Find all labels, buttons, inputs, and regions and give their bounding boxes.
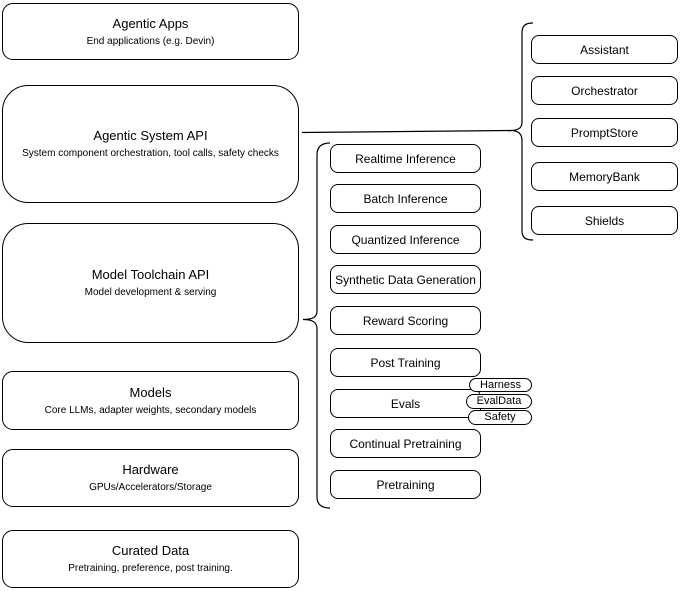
box-agentic-apps: Agentic Apps End applications (e.g. Devi… <box>2 3 299 60</box>
box-subtitle: Core LLMs, adapter weights, secondary mo… <box>44 404 257 416</box>
component-shields: Shields <box>531 206 678 235</box>
box-curated-data: Curated Data Pretraining, preference, po… <box>2 530 299 588</box>
box-title: Agentic Apps <box>112 15 189 31</box>
component-assistant: Assistant <box>531 35 678 64</box>
box-agentic-system-api: Agentic System API System component orch… <box>2 85 299 203</box>
toolchain-item-post-training: Post Training <box>330 348 481 377</box>
toolchain-brace <box>302 142 331 509</box>
box-models: Models Core LLMs, adapter weights, secon… <box>2 371 299 430</box>
box-title: Hardware <box>122 462 179 477</box>
box-model-toolchain-api: Model Toolchain API Model development & … <box>2 223 299 343</box>
box-subtitle: Pretraining, preference, post training. <box>68 563 233 574</box>
system-api-connector-line <box>301 129 511 134</box>
box-subtitle: End applications (e.g. Devin) <box>86 35 215 47</box>
toolchain-item-realtime-inference: Realtime Inference <box>330 144 481 173</box>
box-title: Model Toolchain API <box>91 267 210 282</box>
toolchain-item-continual-pretraining: Continual Pretraining <box>330 429 481 458</box>
box-title: Agentic System API <box>93 128 208 143</box>
eval-tag-harness: Harness <box>469 378 532 392</box>
toolchain-item-batch-inference: Batch Inference <box>330 184 481 213</box>
component-orchestrator: Orchestrator <box>531 76 678 105</box>
component-promptstore: PromptStore <box>531 118 678 147</box>
box-subtitle: Model development & serving <box>84 287 217 298</box>
component-memorybank: MemoryBank <box>531 162 678 191</box>
toolchain-item-pretraining: Pretraining <box>330 470 481 499</box>
eval-tag-safety: Safety <box>468 410 532 425</box>
eval-tag-evaldata: EvalData <box>466 394 532 409</box>
box-title: Curated Data <box>111 543 190 558</box>
toolchain-item-evals: Evals <box>330 389 481 418</box>
box-title: Models <box>129 384 172 400</box>
box-hardware: Hardware GPUs/Accelerators/Storage <box>2 449 299 507</box>
box-subtitle: System component orchestration, tool cal… <box>22 148 279 159</box>
components-brace <box>509 22 534 241</box>
toolchain-item-reward-scoring: Reward Scoring <box>330 306 481 335</box>
toolchain-item-synthetic-data-generation: Synthetic Data Generation <box>330 265 481 294</box>
toolchain-item-quantized-inference: Quantized Inference <box>330 225 481 254</box>
box-subtitle: GPUs/Accelerators/Storage <box>89 482 212 493</box>
